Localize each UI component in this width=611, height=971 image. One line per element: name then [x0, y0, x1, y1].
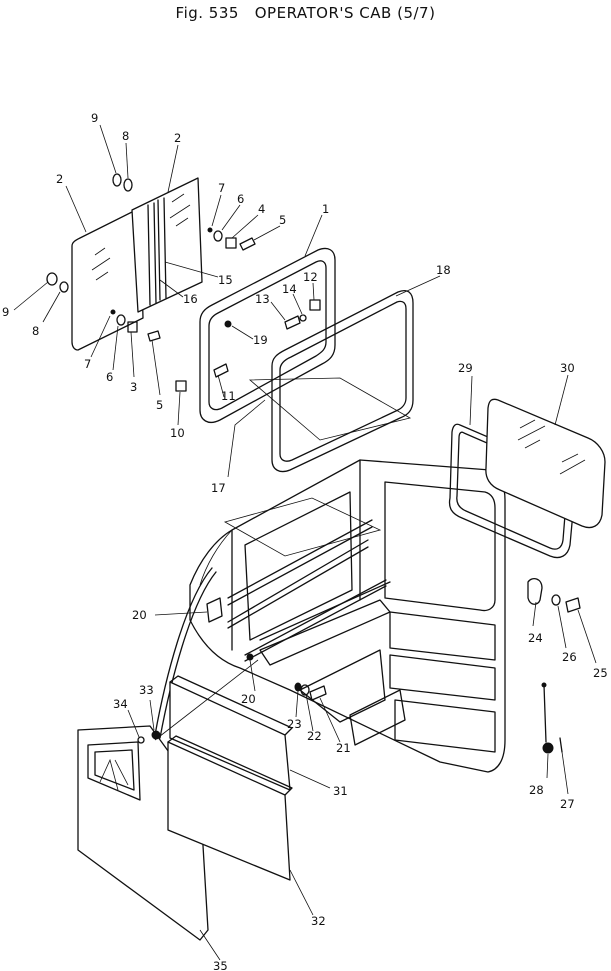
figure-name: OPERATOR'S CAB — [254, 4, 392, 22]
callout-17: 17 — [211, 481, 226, 495]
callout-32: 32 — [311, 914, 326, 928]
cab-body — [154, 459, 506, 773]
callout-2-left-glass: 2 — [56, 172, 63, 186]
callout-7-bottom: 7 — [84, 357, 91, 371]
callout-20-bottom: 20 — [241, 692, 256, 706]
callout-10: 10 — [170, 426, 185, 440]
callout-12: 12 — [303, 270, 318, 284]
sheet-bottom — [223, 497, 382, 557]
callout-29: 29 — [458, 361, 473, 375]
callout-31: 31 — [333, 784, 348, 798]
figure-suffix: (5/7) — [397, 4, 436, 22]
callout-34: 34 — [113, 697, 128, 711]
rear-glass-30 — [485, 398, 606, 529]
hardware-parts — [46, 173, 581, 754]
callout-25: 25 — [593, 666, 608, 680]
callout-13: 13 — [255, 292, 270, 306]
callout-23: 23 — [287, 717, 302, 731]
callout-labels: 1 2 2 3 4 5 5 6 6 7 7 8 8 9 9 10 11 12 1… — [2, 111, 608, 971]
callout-2-right-glass: 2 — [174, 131, 181, 145]
callout-1: 1 — [322, 202, 329, 216]
callout-35: 35 — [213, 959, 228, 971]
callout-6-bottom: 6 — [106, 370, 113, 384]
callout-8-top: 8 — [122, 129, 129, 143]
panel-32 — [167, 735, 293, 881]
leader-lines — [13, 124, 597, 961]
callout-28: 28 — [529, 783, 544, 797]
callout-18: 18 — [436, 263, 451, 277]
callout-26: 26 — [562, 650, 577, 664]
callout-6-top: 6 — [237, 192, 244, 206]
callout-7-top: 7 — [218, 181, 225, 195]
figure-number: Fig. 535 — [175, 4, 239, 22]
glass-channel-strips — [147, 197, 167, 306]
callout-5-top: 5 — [279, 213, 286, 227]
callout-24: 24 — [528, 631, 543, 645]
callout-27: 27 — [560, 797, 575, 811]
sheet-17 — [248, 377, 412, 441]
window-glass-18 — [271, 289, 414, 473]
callout-22: 22 — [307, 729, 322, 743]
callout-21: 21 — [336, 741, 351, 755]
callout-14: 14 — [282, 282, 297, 296]
window-frame-1 — [199, 247, 336, 424]
callout-9-top: 9 — [91, 111, 98, 125]
callout-8-bottom: 8 — [32, 324, 39, 338]
callout-4: 4 — [258, 202, 265, 216]
callout-11: 11 — [221, 389, 236, 403]
callout-9-bottom: 9 — [2, 305, 9, 319]
callout-16: 16 — [183, 292, 198, 306]
figure-title: Fig. 535 OPERATOR'S CAB (5/7) — [0, 4, 611, 22]
callout-33: 33 — [139, 683, 154, 697]
callout-3: 3 — [130, 380, 137, 394]
callout-20-top: 20 — [132, 608, 147, 622]
callout-5-bottom: 5 — [156, 398, 163, 412]
callout-19: 19 — [253, 333, 268, 347]
callout-30: 30 — [560, 361, 575, 375]
door-glass-left — [71, 207, 144, 351]
callout-15: 15 — [218, 273, 233, 287]
